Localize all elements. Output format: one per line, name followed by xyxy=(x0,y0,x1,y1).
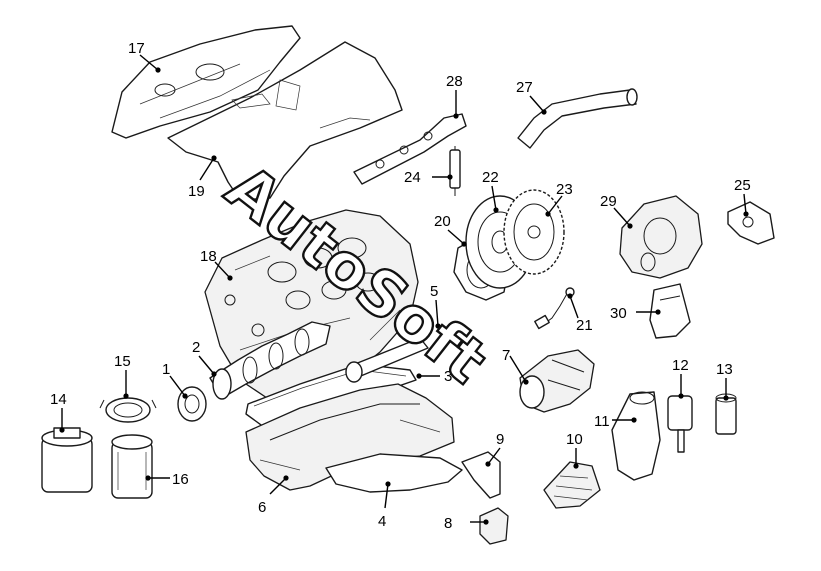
callout-6: 6 xyxy=(258,499,266,516)
callout-28: 28 xyxy=(446,73,463,90)
part-rear-seal xyxy=(345,337,429,383)
part-heat-shield xyxy=(167,41,403,201)
callout-11: 11 xyxy=(594,413,610,430)
part-oil-pan-lower xyxy=(325,453,463,493)
callout-17: 17 xyxy=(128,40,145,57)
part-intake-hose xyxy=(517,88,638,149)
part-sensor xyxy=(534,287,575,330)
callout-13: 13 xyxy=(716,361,733,378)
callout-10: 10 xyxy=(566,431,583,448)
part-oil-filter-housing xyxy=(611,391,661,481)
part-injector xyxy=(449,146,461,196)
callout-4: 4 xyxy=(378,513,386,530)
callout-2: 2 xyxy=(192,339,200,356)
callout-23: 23 xyxy=(556,181,573,198)
part-starter-motor xyxy=(519,349,595,413)
callout-18: 18 xyxy=(200,248,217,265)
callout-29: 29 xyxy=(600,193,617,210)
callout-16: 16 xyxy=(172,471,189,488)
callout-9: 9 xyxy=(496,431,504,448)
callout-8: 8 xyxy=(444,515,452,532)
leader-lines xyxy=(59,54,749,525)
callout-15: 15 xyxy=(114,353,131,370)
part-bracket-9 xyxy=(461,451,501,499)
part-bracket-25 xyxy=(727,201,775,245)
part-sensor-8 xyxy=(479,507,509,545)
part-mounting-ring xyxy=(99,397,157,423)
callout-19: 19 xyxy=(188,183,205,200)
part-thermostat-housing xyxy=(619,195,703,279)
callout-5: 5 xyxy=(430,283,438,300)
part-flex-plate xyxy=(503,189,565,275)
callout-numbers: 17 19 18 2 1 3 4 5 6 7 8 9 10 11 12 13 1… xyxy=(50,40,751,532)
callout-30: 30 xyxy=(610,305,627,322)
callout-12: 12 xyxy=(672,357,689,374)
callout-14: 14 xyxy=(50,391,67,408)
callout-27: 27 xyxy=(516,79,533,96)
part-filter-element xyxy=(667,395,693,453)
callout-3: 3 xyxy=(444,368,452,385)
part-fuel-filter xyxy=(41,427,93,493)
callout-7: 7 xyxy=(502,347,510,364)
part-filter-cylinder xyxy=(111,434,153,499)
callout-20: 20 xyxy=(434,213,451,230)
callout-25: 25 xyxy=(734,177,751,194)
callout-21: 21 xyxy=(576,317,593,334)
callout-22: 22 xyxy=(482,169,499,186)
part-engine-cover xyxy=(111,25,301,139)
part-mount-30 xyxy=(649,283,691,339)
part-crankshaft xyxy=(209,321,331,400)
part-control-module xyxy=(543,461,601,509)
callout-1: 1 xyxy=(162,361,170,378)
callout-24: 24 xyxy=(404,169,421,186)
part-fuel-rail xyxy=(353,113,467,185)
